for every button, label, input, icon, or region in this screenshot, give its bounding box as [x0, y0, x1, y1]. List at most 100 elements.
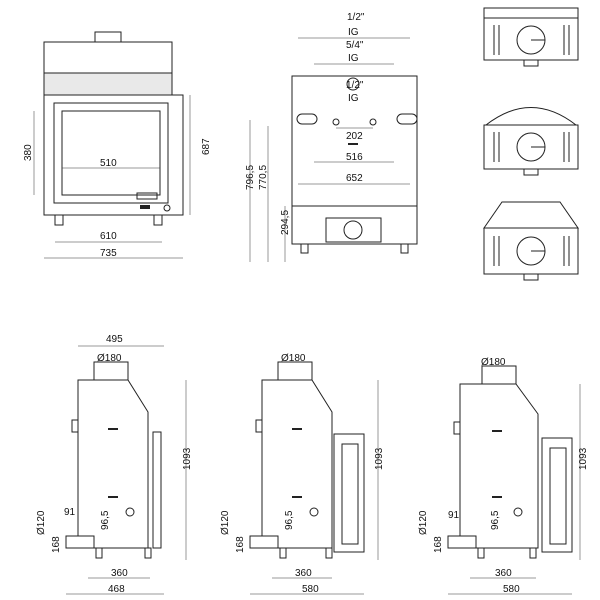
rear-body: [291, 75, 418, 245]
side1-inlet: [65, 535, 95, 549]
dim-770: 770,5: [258, 165, 269, 190]
front-body: [43, 94, 184, 216]
front-foot-right: [153, 214, 163, 226]
side1-dim-495: 495: [106, 334, 123, 345]
dim-thread-top: 1/2": [347, 12, 365, 23]
rear-port-right-icon: [396, 113, 418, 125]
side3-inlet-offset: 96,5: [490, 510, 501, 530]
top1-tab: [523, 59, 539, 67]
side3-flue: [481, 365, 517, 385]
side1-inlet-offset: 96,5: [100, 510, 111, 530]
side3-label-top: [492, 430, 502, 432]
side1-dim-468: 468: [108, 584, 125, 595]
dim-516: 516: [346, 152, 363, 163]
side3-inlet-height: 168: [433, 536, 444, 553]
side1-label-bottom: [108, 496, 118, 498]
side2-inlet-height: 168: [235, 536, 246, 553]
side2-door-glass: [341, 443, 359, 545]
side1-flue: [93, 361, 129, 381]
side1-inlet-dia: Ø120: [36, 510, 47, 535]
side3-flue-dia: Ø180: [481, 357, 506, 368]
side2-foot-right: [325, 547, 333, 559]
dim-thread-mid: 5/4": [346, 40, 364, 51]
front-knob-icon: [163, 204, 171, 212]
side2-label-bottom: [292, 496, 302, 498]
top1-body: [483, 17, 579, 61]
side1-dim-91: 91: [64, 507, 76, 518]
side2-dim-360: 360: [295, 568, 312, 579]
side1-foot-left: [95, 547, 103, 559]
side3-knob-icon: [513, 507, 523, 517]
front-top-hood: [43, 41, 173, 74]
dim-380: 380: [23, 144, 34, 161]
front-flue-collar: [94, 31, 122, 43]
side1-label-top: [108, 428, 118, 430]
rear-port-left-icon: [296, 113, 318, 125]
dim-294: 294,5: [280, 210, 291, 235]
top2-dome: [484, 107, 578, 126]
dim-687: 687: [201, 138, 212, 155]
side3-dim-1093: 1093: [578, 447, 589, 470]
side2-dim-1093: 1093: [374, 447, 385, 470]
side3-inlet-dia: Ø120: [418, 510, 429, 535]
dim-610: 610: [100, 231, 117, 242]
front-grille-band: [43, 72, 173, 96]
rear-inlet-circle: [343, 220, 363, 240]
dim-thread-inner: 1/2": [346, 80, 364, 91]
side1-inlet-height: 168: [51, 536, 62, 553]
side2-dim-580: 580: [302, 584, 319, 595]
dim-thread-inner-type: IG: [348, 93, 359, 104]
rear-lower-panel: [291, 205, 418, 245]
side3-inlet: [447, 535, 477, 549]
top-view-3: [483, 201, 579, 281]
side2-door-frame: [333, 433, 365, 553]
side-view-3: Ø180 1093 91 Ø120 168 96,5 360 580: [418, 357, 589, 595]
front-handle: [136, 192, 158, 200]
side3-body: [459, 383, 539, 549]
side1-body: [77, 379, 149, 549]
dim-735: 735: [100, 248, 117, 259]
side1-knob-icon: [125, 507, 135, 517]
side3-bracket: [453, 421, 461, 435]
side3-door-glass: [549, 447, 567, 545]
side3-dim-360: 360: [495, 568, 512, 579]
dim-thread-top-type: IG: [348, 27, 359, 38]
side3-foot-left: [477, 547, 485, 559]
side3-dim-580: 580: [503, 584, 520, 595]
top-view-1: [483, 7, 579, 67]
dim-652: 652: [346, 173, 363, 184]
side-view-2: Ø180 1093 Ø120 168 96,5 360 580: [220, 353, 385, 595]
side1-dim-1093: 1093: [182, 447, 193, 470]
side3-dim-91: 91: [448, 510, 460, 521]
front-foot-left: [54, 214, 64, 226]
side3-door-frame: [541, 437, 573, 553]
side2-inlet-dia: Ø120: [220, 510, 231, 535]
side2-flue-dia: Ø180: [281, 353, 306, 364]
top3-tab: [523, 273, 539, 281]
rear-foot-right: [400, 243, 409, 254]
rear-foot-left: [300, 243, 309, 254]
side3-foot-right: [529, 547, 537, 559]
dim-796: 796,5: [245, 165, 256, 190]
side-view-1: 495 Ø180 1093 91 Ø120 168 96,5 360 468: [36, 334, 193, 595]
side2-foot-left: [279, 547, 287, 559]
side1-foot-right: [144, 547, 152, 559]
dim-202: 202: [346, 131, 363, 142]
side1-flue-dia: Ø180: [97, 353, 122, 364]
top-view-2: [483, 107, 579, 176]
side2-inlet: [249, 535, 279, 549]
front-nameplate: [140, 205, 150, 209]
side2-flue: [277, 361, 313, 381]
front-glass: [61, 110, 161, 196]
rear-nameplate: [348, 143, 358, 145]
dim-thread-mid-type: IG: [348, 53, 359, 64]
top3-hood: [483, 201, 579, 229]
top1-lid: [483, 7, 579, 19]
rear-inlet-box: [325, 217, 382, 243]
side1-door: [152, 431, 162, 549]
front-door-frame: [53, 102, 169, 204]
side2-body: [261, 379, 333, 549]
side2-label-top: [292, 428, 302, 430]
rear-port-inner-left-icon: [332, 118, 340, 126]
